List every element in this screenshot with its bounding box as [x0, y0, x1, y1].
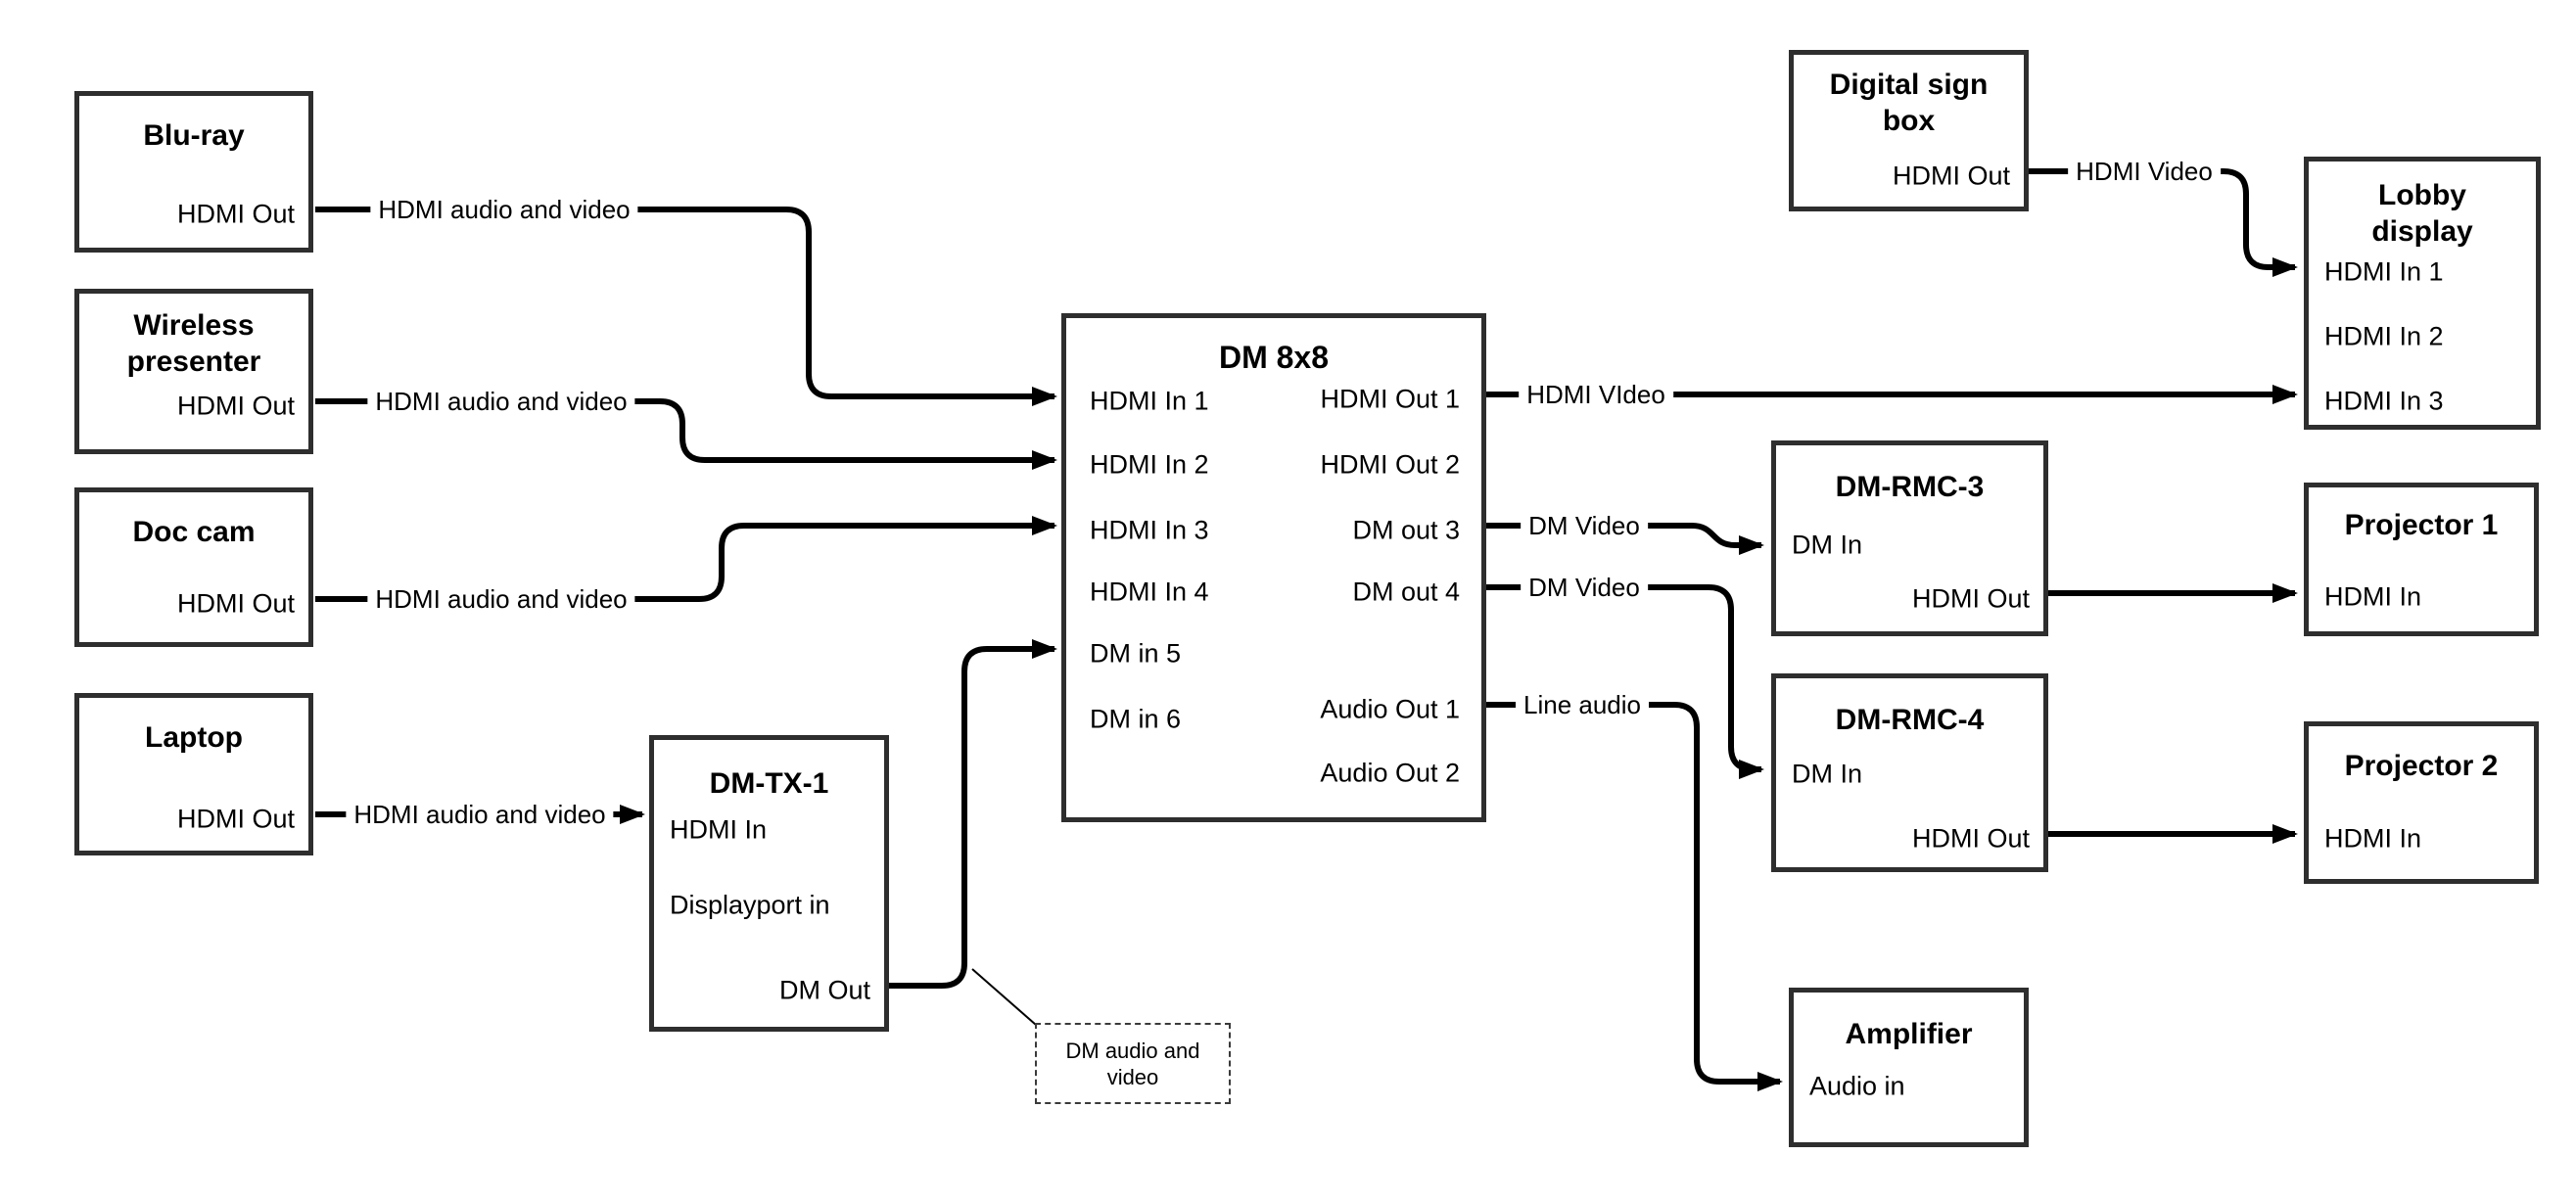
cable-dm8x8-audio1-to-amplifier: [1484, 702, 1783, 1091]
port-displayport-in: Displayport in: [670, 890, 830, 920]
port-hdmi-out-2: HDMI Out 2: [1320, 449, 1460, 480]
cable-label-hdmi-video-digitalsign: HDMI Video: [2068, 157, 2221, 186]
cable-dm8x8-out3-to-dmrmc3-dm-in: [1484, 523, 1764, 555]
node-dm-tx-1: DM-TX-1 HDMI In Displayport in DM Out: [649, 735, 889, 1032]
port-audio-out-2: Audio Out 2: [1320, 758, 1460, 788]
cable-label-dm-video-out3: DM Video: [1521, 511, 1648, 540]
port-hdmi-out: HDMI Out: [1911, 823, 2030, 854]
port-audio-in: Audio in: [1809, 1071, 1905, 1101]
node-amplifier: Amplifier Audio in: [1789, 988, 2029, 1147]
port-hdmi-out: HDMI Out: [176, 391, 295, 421]
port-hdmi-in: HDMI In: [2324, 823, 2422, 854]
port-hdmi-out-1: HDMI Out 1: [1320, 384, 1460, 414]
node-projector-2: Projector 2 HDMI In: [2304, 721, 2539, 884]
node-laptop: Laptop HDMI Out: [74, 693, 313, 855]
note-callout-line: [971, 968, 1037, 1026]
port-dm-out-3: DM out 3: [1352, 515, 1460, 545]
node-dm-rmc-3: DM-RMC-3 DM In HDMI Out: [1771, 440, 2048, 636]
cable-label-hdmi-audio-video-doccam: HDMI audio and video: [367, 584, 635, 614]
cable-label-hdmi-audio-video-wireless: HDMI audio and video: [367, 387, 635, 416]
cable-dmtx1-to-dm8x8-in5: [887, 639, 1057, 989]
node-bluray: Blu-ray HDMI Out: [74, 91, 313, 253]
node-title: Lobby display: [2371, 179, 2473, 248]
port-hdmi-in-3: HDMI In 3: [2324, 386, 2444, 416]
port-hdmi-out: HDMI Out: [176, 588, 295, 619]
port-hdmi-out: HDMI Out: [1892, 161, 2010, 191]
cable-doccam-to-dm8x8-in3: [315, 516, 1057, 602]
port-dm-in-5: DM in 5: [1090, 638, 1182, 669]
node-title: Wireless presenter: [126, 309, 261, 378]
port-hdmi-in: HDMI In: [2324, 581, 2422, 612]
port-hdmi-out: HDMI Out: [176, 804, 295, 834]
node-projector-1: Projector 1 HDMI In: [2304, 483, 2539, 636]
cable-label-dm-video-out4: DM Video: [1521, 573, 1648, 602]
node-title: DM-RMC-4: [1835, 704, 1985, 736]
port-dm-out: DM Out: [778, 975, 870, 1005]
node-title: Blu-ray: [143, 119, 245, 152]
cable-label-hdmi-audio-video-laptop: HDMI audio and video: [346, 800, 614, 829]
node-dm-8x8: DM 8x8 HDMI In 1 HDMI In 2 HDMI In 3 HDM…: [1061, 313, 1486, 822]
port-hdmi-in: HDMI In: [670, 814, 768, 845]
node-lobby-display: Lobby display HDMI In 1 HDMI In 2 HDMI I…: [2304, 157, 2541, 430]
port-dm-in-6: DM in 6: [1090, 704, 1182, 734]
cable-wireless-to-dm8x8-in2: [315, 398, 1057, 470]
cable-dm8x8-out4-to-dmrmc4-dm-in: [1484, 584, 1764, 779]
node-title: DM-TX-1: [709, 767, 829, 800]
node-title: Laptop: [145, 721, 243, 754]
node-title: DM 8x8: [1218, 340, 1330, 375]
port-hdmi-in-1: HDMI In 1: [1090, 386, 1209, 416]
port-dm-in: DM In: [1792, 759, 1863, 789]
node-title: DM-RMC-3: [1835, 471, 1985, 503]
note-dm-audio-and-video: DM audio and video: [1035, 1023, 1231, 1104]
port-hdmi-out: HDMI Out: [1911, 583, 2030, 614]
port-dm-in: DM In: [1792, 530, 1863, 560]
port-hdmi-in-3: HDMI In 3: [1090, 515, 1209, 545]
port-hdmi-out: HDMI Out: [176, 199, 295, 229]
port-hdmi-in-2: HDMI In 2: [1090, 449, 1209, 480]
node-title: Projector 2: [2344, 750, 2499, 782]
node-title: Amplifier: [1845, 1018, 1973, 1050]
port-hdmi-in-2: HDMI In 2: [2324, 321, 2444, 351]
node-title: Doc cam: [132, 516, 256, 548]
cable-label-hdmi-video-out1: HDMI VIdeo: [1519, 380, 1673, 409]
port-audio-out-1: Audio Out 1: [1320, 694, 1460, 724]
node-digital-sign-box: Digital sign box HDMI Out: [1789, 50, 2029, 211]
node-wireless-presenter: Wireless presenter HDMI Out: [74, 289, 313, 454]
cable-bluray-to-dm8x8-in1: [315, 207, 1057, 406]
port-dm-out-4: DM out 4: [1352, 577, 1460, 607]
node-title: Projector 1: [2344, 509, 2499, 541]
node-dm-rmc-4: DM-RMC-4 DM In HDMI Out: [1771, 673, 2048, 872]
port-hdmi-in-1: HDMI In 1: [2324, 256, 2444, 287]
node-doc-cam: Doc cam HDMI Out: [74, 487, 313, 647]
cable-label-line-audio: Line audio: [1516, 690, 1649, 719]
cable-digitalsign-to-lobby-in1: [2029, 168, 2298, 277]
port-hdmi-in-4: HDMI In 4: [1090, 577, 1209, 607]
cable-label-hdmi-audio-video-bluray: HDMI audio and video: [370, 195, 638, 224]
node-title: Digital sign box: [1829, 69, 1989, 137]
